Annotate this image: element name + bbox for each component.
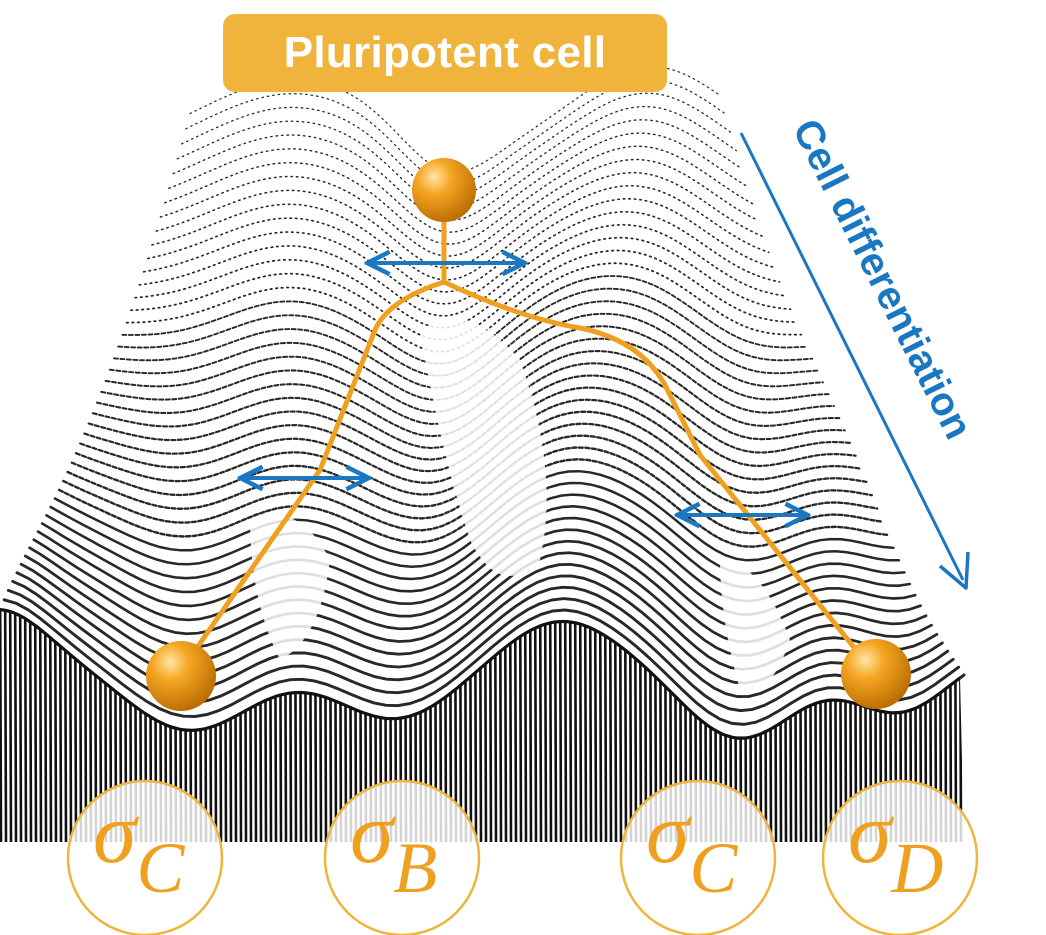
right-branch-path (441, 279, 875, 673)
cell-state-labels: σC σB σC σD (66, 779, 979, 935)
contour-line (2, 598, 961, 726)
contour-line (108, 312, 824, 401)
landscape-front-edge (0, 608, 961, 740)
contour-line (130, 249, 797, 341)
differentiated-cell-ball-right (841, 639, 911, 709)
surface-highlight (720, 560, 790, 692)
landscape-contour-lines (0, 65, 966, 740)
contour-line (172, 119, 743, 221)
state-symbol: σD (848, 785, 943, 908)
state-symbol: σC (646, 785, 738, 908)
cells (146, 158, 911, 711)
arrowhead-icon (938, 551, 970, 590)
pluripotent-cell-ball (412, 158, 476, 222)
contour-line (138, 223, 786, 317)
direction-arrow-icon (739, 132, 965, 581)
state-circle-b-1: σB (323, 779, 481, 935)
contour-line (151, 184, 770, 281)
state-circle-c-2: σC (619, 779, 777, 935)
differentiated-cell-ball-left (146, 641, 216, 711)
contour-line (163, 145, 754, 245)
state-circle-d-3: σD (821, 779, 979, 935)
surface-highlight (250, 515, 330, 660)
state-symbol: σB (350, 785, 437, 908)
contour-line (159, 158, 759, 257)
left-branch-path (180, 279, 447, 671)
contour-line (155, 171, 765, 269)
state-symbol: σC (93, 785, 185, 908)
surface-highlight (420, 320, 547, 576)
state-circle-c-0: σC (66, 779, 224, 935)
pluripotent-cell-label: Pluripotent cell (283, 28, 607, 77)
pluripotent-cell-badge: Pluripotent cell (223, 14, 667, 92)
contour-line (142, 210, 781, 305)
fluctuation-arrows (243, 263, 805, 515)
contour-line (121, 275, 808, 365)
contour-line (147, 197, 775, 293)
